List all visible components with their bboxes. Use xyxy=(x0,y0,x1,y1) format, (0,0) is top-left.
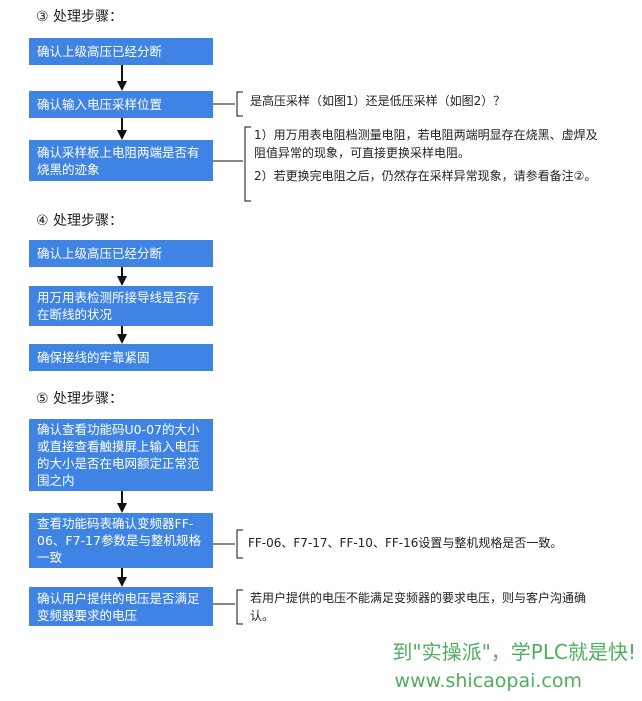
down-arrow-icon xyxy=(117,65,127,91)
note-resistor-check-2: 2）若更换完电阻之后，仍然存在采样异常现象，请参看备注②。 xyxy=(254,169,597,183)
down-arrow-icon xyxy=(117,568,127,587)
bracket-connector xyxy=(213,529,243,559)
flow-step-box: 确认输入电压采样位置 xyxy=(29,91,213,118)
step-label: 确保接线的牢靠紧固 xyxy=(37,350,150,365)
down-arrow-icon xyxy=(117,118,127,140)
footer-url: www.shicaopai.com xyxy=(394,670,582,692)
step-label: 确认采样板上电阻两端是否有烧黑的迹象 xyxy=(37,144,200,177)
flow-step-box: 查看功能码表确认变频器FF-06、F7-17参数是与整机规格一致 xyxy=(29,513,213,568)
step-label: 确认输入电压采样位置 xyxy=(37,97,163,112)
flow-step-box: 确保接线的牢靠紧固 xyxy=(29,344,213,371)
note-param-check: FF-06、F7-17、FF-10、FF-16设置与整机规格是否一致。 xyxy=(248,536,563,550)
footer-slogan: 到"实操派"，学PLC就是快! xyxy=(392,640,636,664)
section5-title: ⑤ 处理步骤： xyxy=(36,391,124,407)
note-resistor-check-1: 1）用万用表电阻档测量电阻，若电阻两端明显存在烧黑、虚焊及阻值异常的现象，可直接… xyxy=(254,128,598,160)
down-arrow-icon xyxy=(117,491,127,513)
step-label: 确认查看功能码U0-07的大小或直接查看触摸屏上输入电压的大小是否在电网额定正常… xyxy=(37,422,200,488)
step-label: 查看功能码表确认变频器FF-06、F7-17参数是与整机规格一致 xyxy=(37,516,201,565)
section4-title: ④ 处理步骤： xyxy=(36,213,124,229)
step-label: 确认上级高压已经分断 xyxy=(37,44,163,59)
step-label: 确认用户提供的电压是否满足变频器要求的电压 xyxy=(37,590,200,623)
down-arrow-icon xyxy=(117,267,127,286)
flow-step-box: 用万用表检测所接导线是否存在断线的状况 xyxy=(29,286,213,326)
note-voltage-check: 若用户提供的电压不能满足变频器的要求电压，则与客户沟通确认。 xyxy=(250,591,587,623)
down-arrow-icon xyxy=(117,326,127,344)
flow-step-box: 确认用户提供的电压是否满足变频器要求的电压 xyxy=(29,587,213,626)
flow-step-box: 确认上级高压已经分断 xyxy=(29,240,213,267)
section3-title: ③ 处理步骤： xyxy=(36,9,124,25)
flow-step-box: 确认上级高压已经分断 xyxy=(29,38,213,65)
step-label: 确认上级高压已经分断 xyxy=(37,246,163,261)
bracket-connector xyxy=(213,589,243,625)
bracket-connector xyxy=(213,91,243,117)
bracket-connector xyxy=(213,126,251,202)
note-sampling-position: 是高压采样（如图1）还是低压采样（如图2）？ xyxy=(250,94,506,108)
flow-step-box: 确认查看功能码U0-07的大小或直接查看触摸屏上输入电压的大小是否在电网额定正常… xyxy=(29,419,213,491)
flow-step-box: 确认采样板上电阻两端是否有烧黑的迹象 xyxy=(29,140,213,181)
step-label: 用万用表检测所接导线是否存在断线的状况 xyxy=(37,290,200,322)
